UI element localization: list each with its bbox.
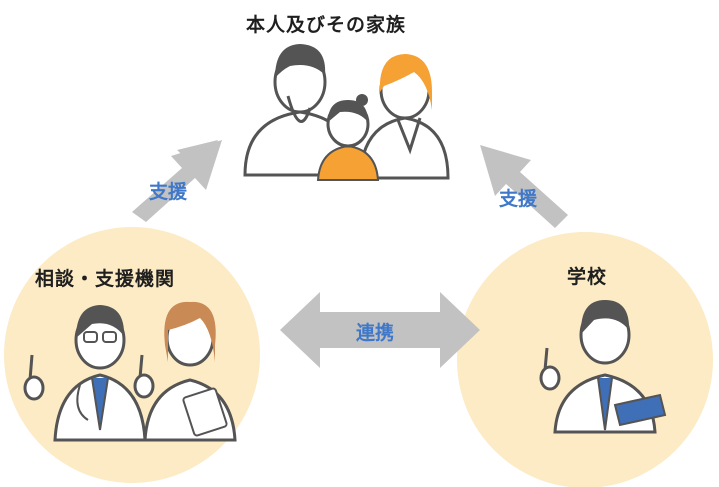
cooperation-arrow xyxy=(280,292,480,368)
nurse-figure xyxy=(133,301,237,442)
book-icon xyxy=(613,393,667,427)
teacher-figure xyxy=(539,300,667,434)
left-support-arrow xyxy=(132,140,222,222)
top-group-label: 本人及びその家族 xyxy=(246,14,407,36)
left-support-label: 支援 xyxy=(149,181,188,203)
right-support-arrow xyxy=(480,145,568,228)
person-figure xyxy=(358,54,450,180)
right-support-label: 支援 xyxy=(499,188,538,210)
person-figure xyxy=(243,44,359,177)
consultation-staff-illustration xyxy=(23,301,237,442)
left-group-label: 相談・支援機関 xyxy=(35,268,176,290)
stethoscope-icon xyxy=(76,384,89,421)
doctor-figure xyxy=(23,305,147,442)
person-figure xyxy=(316,94,380,181)
right-group-label: 学校 xyxy=(567,266,608,288)
family-illustration xyxy=(243,44,450,181)
cooperation-label: 連携 xyxy=(356,322,395,344)
